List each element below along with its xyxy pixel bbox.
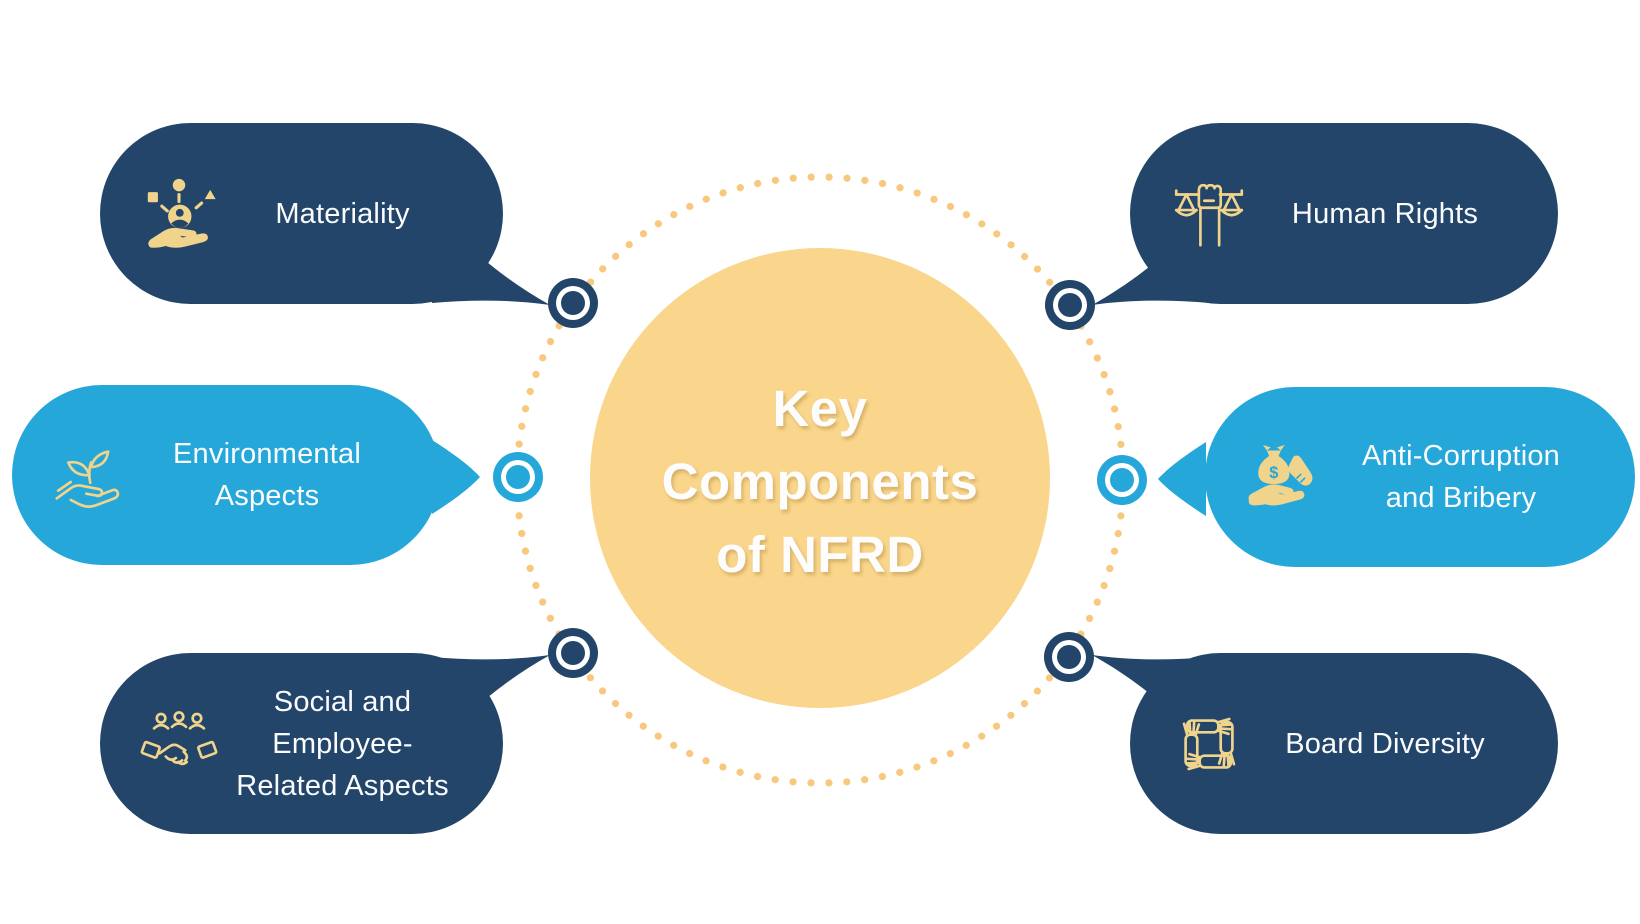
bubble-label: Board Diversity [1285, 727, 1485, 760]
bubble-tail [1158, 440, 1206, 518]
bubble-social-employee-aspects: Social and Employee-Related Aspects [100, 653, 503, 834]
connector-dot-materiality [548, 278, 598, 328]
bubble-label: Social and Employee-Related Aspects [236, 685, 449, 802]
connector-dot-board-diversity [1044, 632, 1094, 682]
bubble-label: Human Rights [1291, 197, 1479, 230]
connector-dot-environmental [493, 452, 543, 502]
fist-holding-scales-icon [1170, 175, 1248, 253]
bubble-human-rights: Human Rights [1130, 123, 1558, 304]
hand-holding-sprout-icon [52, 436, 130, 514]
hand-presenting-stakeholder-shapes-icon [140, 175, 218, 253]
bubble-materiality: Materiality [100, 123, 503, 304]
handshake-people-icon [140, 705, 218, 783]
svg-text:$: $ [1269, 464, 1278, 482]
bubble-label: Materiality [275, 197, 410, 230]
diagram-title-line: of NFRD [716, 526, 924, 583]
connector-dot-anti-corruption [1097, 455, 1147, 505]
money-bag-hands-icon: $ [1245, 438, 1323, 516]
diagram-title-line: Key [772, 380, 868, 437]
connector-dot-social [548, 628, 598, 678]
diagram-title: Key Components of NFRD [590, 372, 1050, 591]
connector-dot-human-rights [1045, 280, 1095, 330]
bubble-tail [432, 438, 480, 516]
bubble-board-diversity: Board Diversity [1130, 653, 1558, 834]
diagram-title-line: Components [661, 453, 979, 510]
four-hands-square-icon [1170, 705, 1248, 783]
center-circle [590, 248, 1050, 708]
